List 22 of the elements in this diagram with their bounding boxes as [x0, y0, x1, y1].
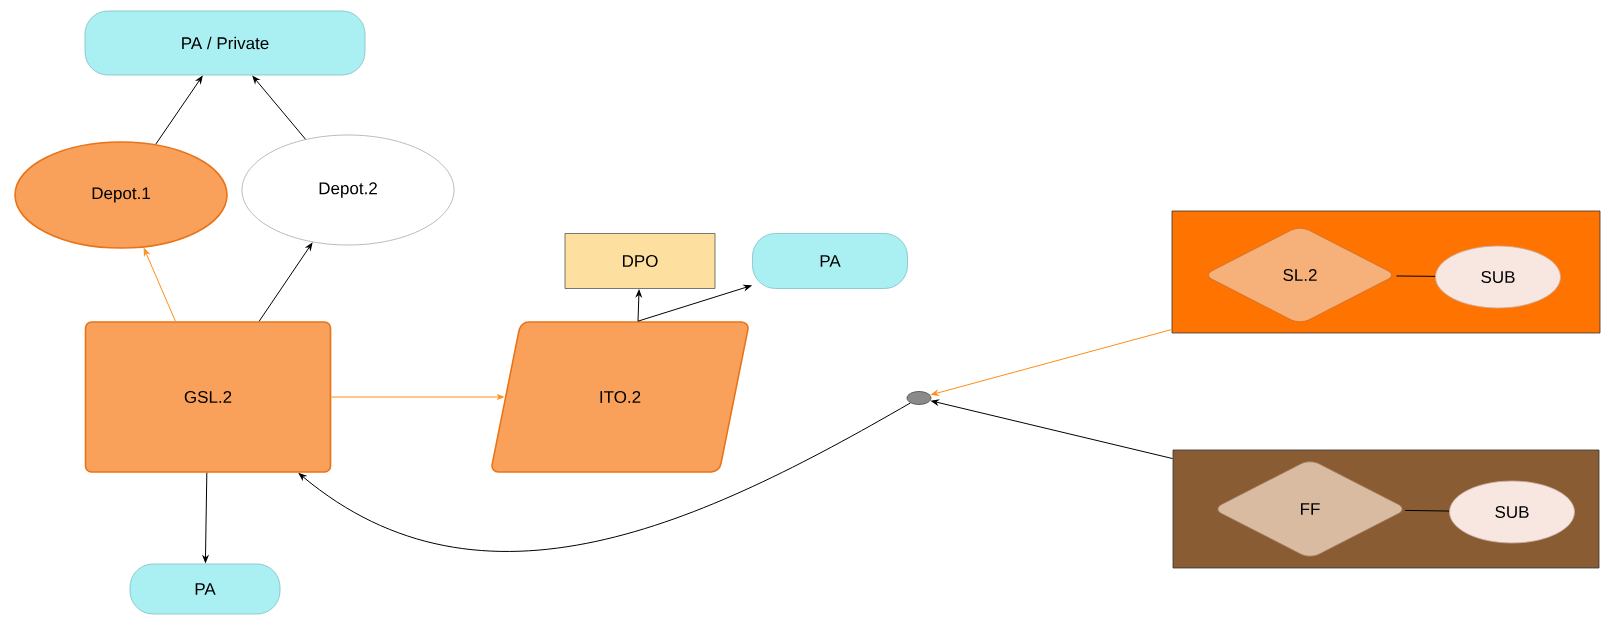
arrow	[330, 394, 504, 400]
arrow	[931, 399, 1174, 460]
arrow	[635, 289, 642, 322]
arrow	[298, 402, 911, 552]
junction-dot	[906, 391, 932, 405]
arrow	[202, 472, 209, 563]
rounded-box: PA	[129, 563, 281, 615]
ellipse-node: Depot.2	[241, 134, 455, 246]
arrow	[931, 329, 1173, 396]
ellipse-node: SUB	[1435, 245, 1561, 309]
rounded-box: PA / Private	[84, 10, 366, 76]
ellipse-node: SUB	[1449, 480, 1575, 544]
arrow	[155, 76, 203, 145]
data-parallelogram: ITO.2	[491, 321, 749, 473]
process-box: DPO	[564, 233, 716, 289]
ellipse-node: Depot.1	[14, 141, 228, 249]
arrow	[252, 75, 306, 140]
arrow	[637, 284, 752, 322]
arrow	[143, 248, 176, 322]
arrow	[258, 242, 313, 322]
process-box: GSL.2	[84, 321, 332, 473]
rounded-box: PA	[752, 233, 908, 289]
